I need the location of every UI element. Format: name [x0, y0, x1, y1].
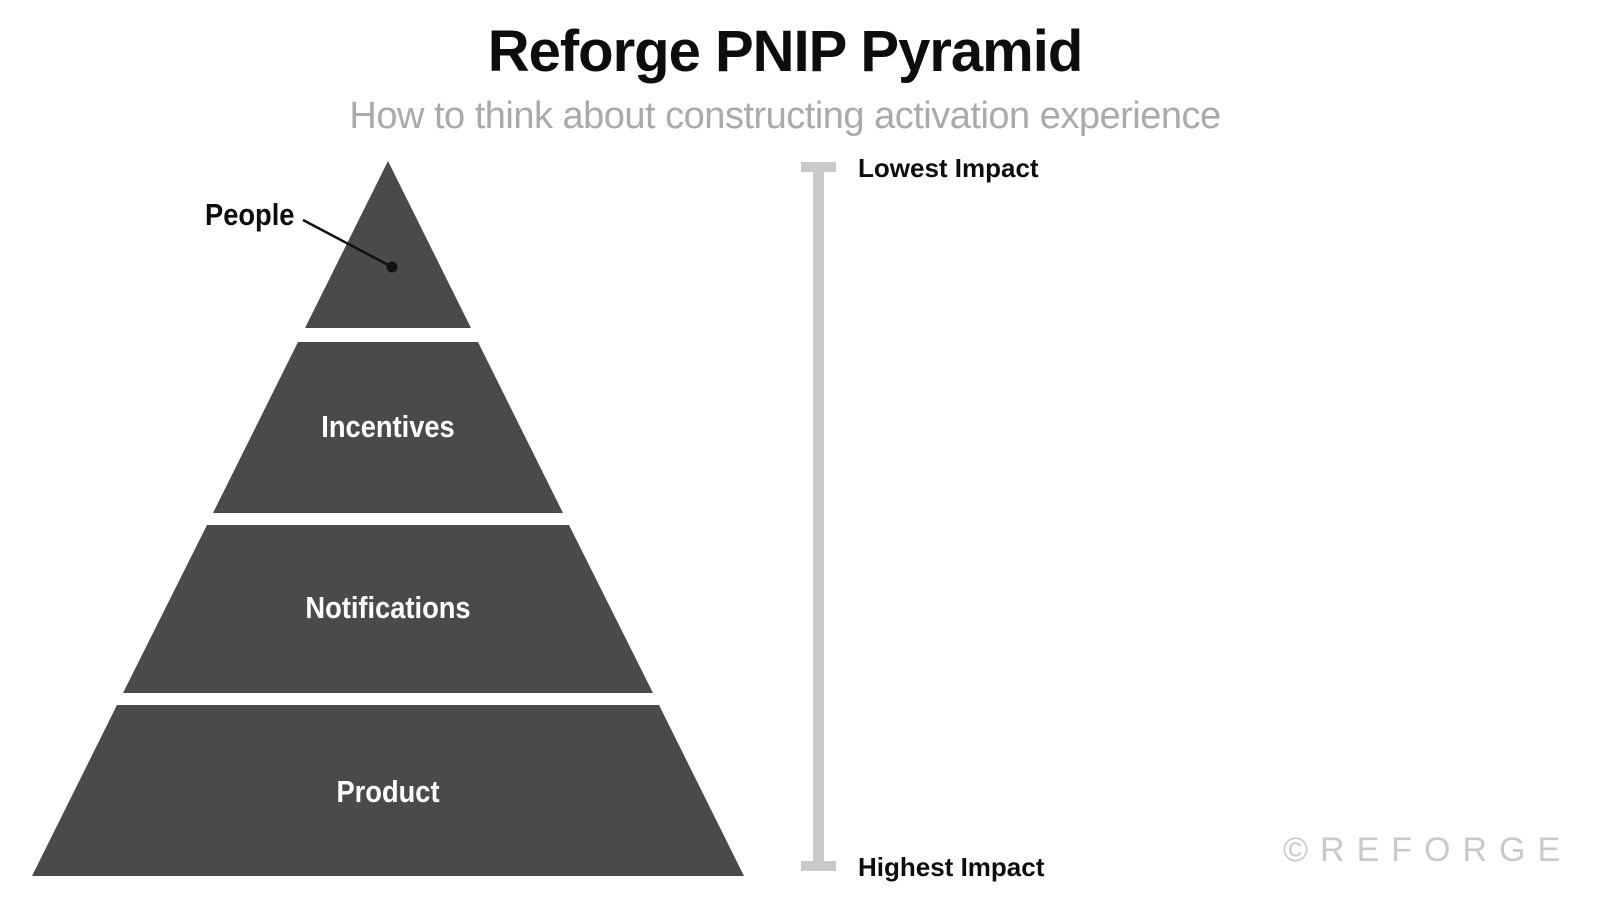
highest-impact-label: Highest Impact [858, 852, 1045, 882]
impact-scale-line [813, 166, 824, 866]
lowest-impact-label: Lowest Impact [858, 153, 1039, 183]
page-subtitle: How to think about constructing activati… [349, 94, 1221, 137]
pyramid-layer-label-people: People [205, 197, 295, 232]
pyramid-layer-label-incentives: Incentives [321, 409, 455, 444]
reforge-watermark: ©REFORGE [1283, 831, 1573, 869]
impact-scale-bottom-cap [801, 861, 836, 871]
pyramid-layer-label-notifications: Notifications [305, 590, 471, 625]
header: Reforge PNIP Pyramid How to think about … [0, 19, 1570, 138]
pyramid-layer-product [32, 705, 744, 876]
pyramid-diagram: Incentives Notifications Product [32, 161, 744, 876]
pyramid-layer-label-product: Product [336, 774, 440, 809]
people-connector-line [302, 218, 398, 273]
pyramid-layer-notifications [123, 525, 653, 693]
page-title: Reforge PNIP Pyramid [487, 19, 1084, 84]
